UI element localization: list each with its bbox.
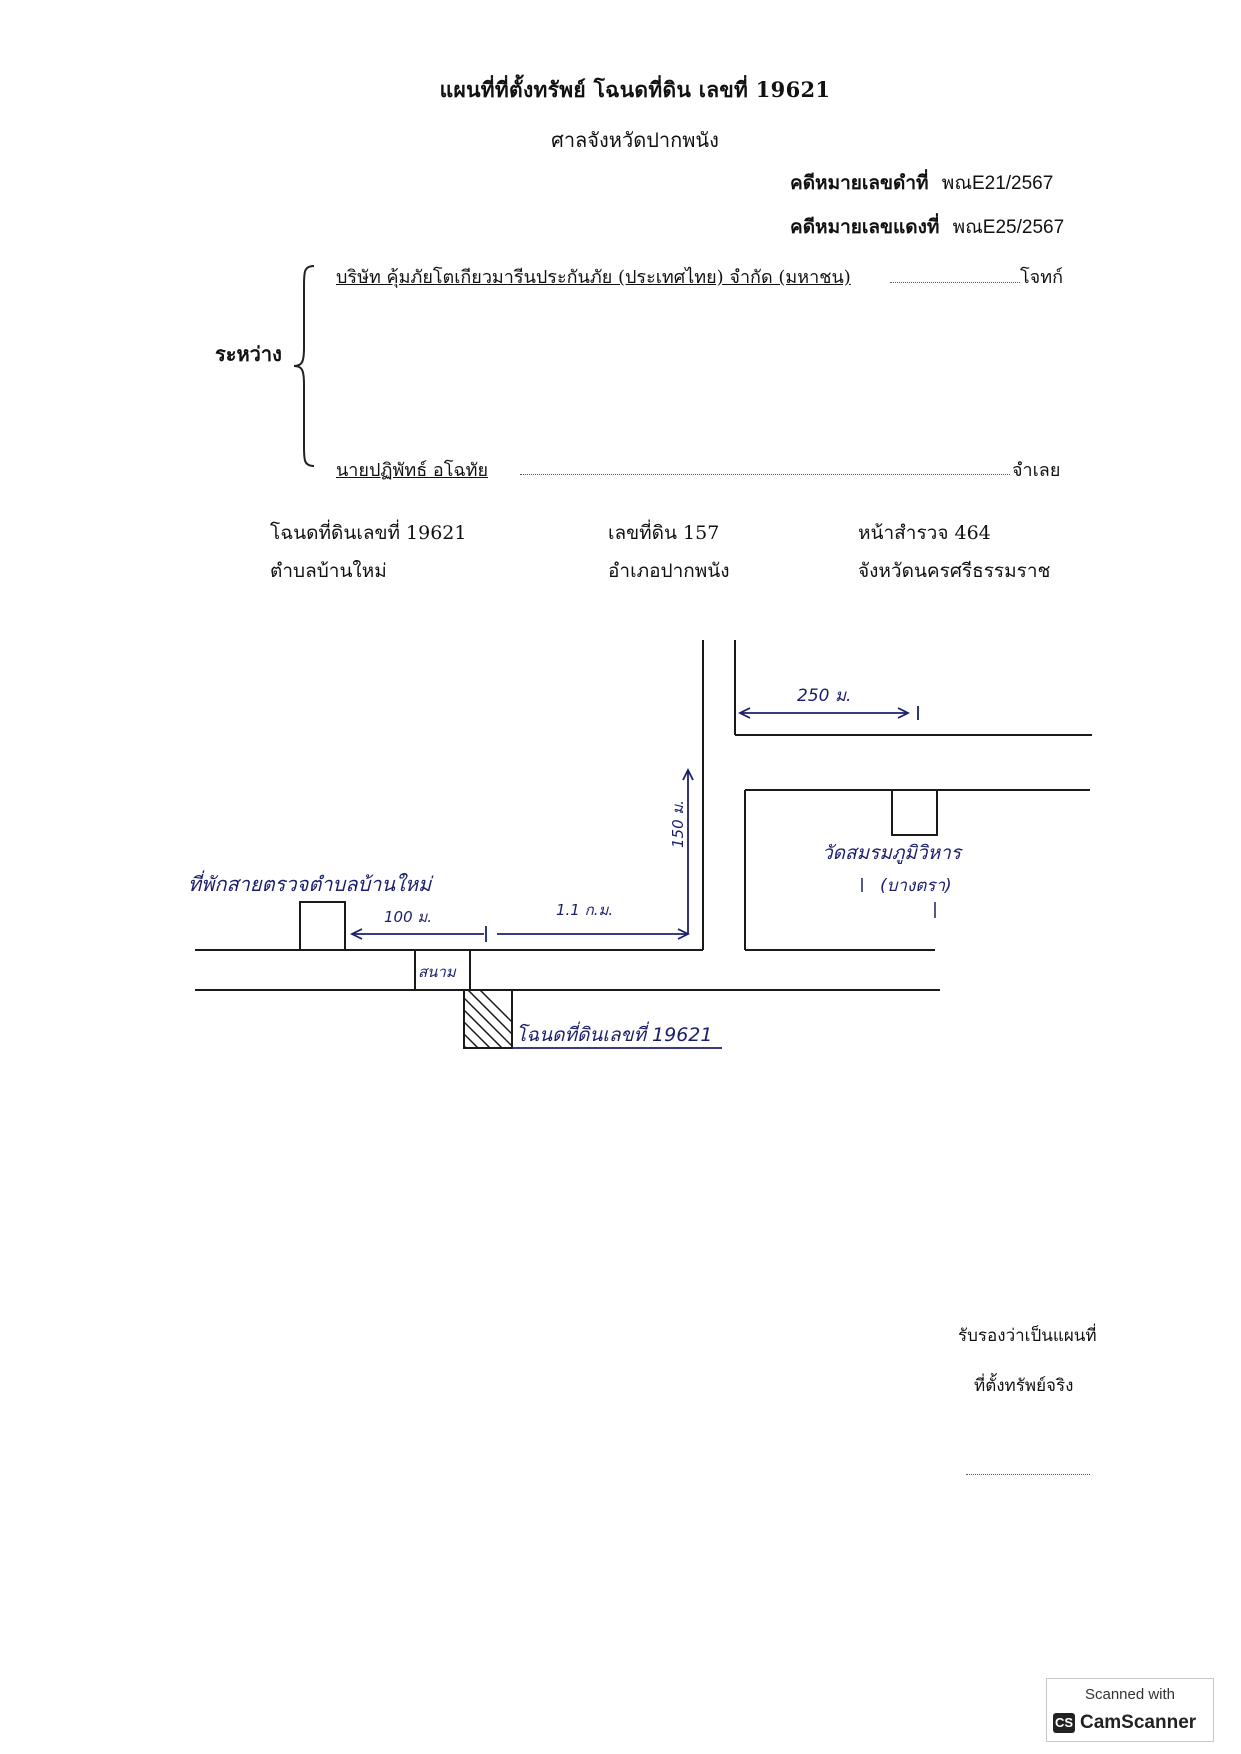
temple-label: วัดสมรมภูมิวิหาร: [822, 842, 961, 864]
court-name: ศาลจังหวัดปากพนัง: [551, 128, 719, 152]
defendant-dots: [520, 474, 1010, 475]
plaintiff-dots: [890, 282, 1020, 283]
defendant-name: นายปฏิพัทธ์ อโฉทัย: [336, 460, 489, 481]
land-number: เลขที่ดิน 157: [608, 522, 720, 544]
distance-150m-label: 150 ม.: [669, 799, 687, 848]
black-case-number: พณE21/2567: [941, 173, 1054, 194]
police-station-label: ที่พักสายตรวจตำบลบ้านใหม่: [188, 872, 432, 896]
deed-parcel-hatching: [464, 990, 512, 1048]
province: จังหวัดนครศรีธรรมราช: [858, 560, 1051, 582]
camscanner-badge: Scanned with CS CamScanner: [1046, 1678, 1214, 1742]
distance-1-1km-label: 1.1 ก.ม.: [556, 901, 614, 919]
temple-sublabel: (บางตรา): [880, 876, 952, 896]
deed-number: โฉนดที่ดินเลขที่ 19621: [270, 522, 467, 544]
deed-parcel-label: โฉนดที่ดินเลขที่ 19621: [516, 1024, 713, 1046]
subdistrict: ตำบลบ้านใหม่: [270, 560, 387, 582]
document-title: แผนที่ที่ตั้งทรัพย์ โฉนดที่ดิน เลขที่ 19…: [439, 77, 831, 102]
police-station-box: [299, 901, 346, 951]
red-case-line: คดีหมายเลขแดงที่ พณE25/2567: [790, 212, 1064, 242]
black-case-line: คดีหมายเลขดำที่ พณE21/2567: [790, 168, 1053, 198]
distance-250m-label: 250 ม.: [797, 686, 852, 706]
camscanner-name: CamScanner: [1080, 1712, 1197, 1733]
between-label: ระหว่าง: [215, 342, 282, 366]
plaintiff-role: โจทก์: [1020, 267, 1063, 288]
certification-line-2: ที่ตั้งทรัพย์จริง: [974, 1376, 1074, 1396]
red-case-number: พณE25/2567: [952, 217, 1065, 238]
signature-line: [966, 1474, 1090, 1475]
red-case-label: คดีหมายเลขแดงที่: [790, 216, 940, 238]
district: อำเภอปากพนัง: [608, 560, 730, 582]
scanned-with-text: Scanned with: [1084, 1686, 1176, 1703]
deed-parcel: [463, 989, 513, 1049]
camscanner-logo-icon: CS: [1053, 1713, 1075, 1733]
field-label: สนาม: [418, 963, 456, 981]
temple-building: [891, 789, 938, 836]
survey-page: หน้าสำรวจ 464: [858, 522, 991, 544]
plaintiff-name: บริษัท คุ้มภัยโตเกียวมารีนประกันภัย (ประ…: [336, 267, 851, 288]
party-brace: [293, 265, 315, 467]
distance-100m-label: 100 ม.: [384, 908, 433, 926]
defendant-role: จำเลย: [1012, 460, 1061, 481]
black-case-label: คดีหมายเลขดำที่: [790, 172, 929, 194]
certification-line-1: รับรองว่าเป็นแผนที่: [958, 1326, 1097, 1346]
